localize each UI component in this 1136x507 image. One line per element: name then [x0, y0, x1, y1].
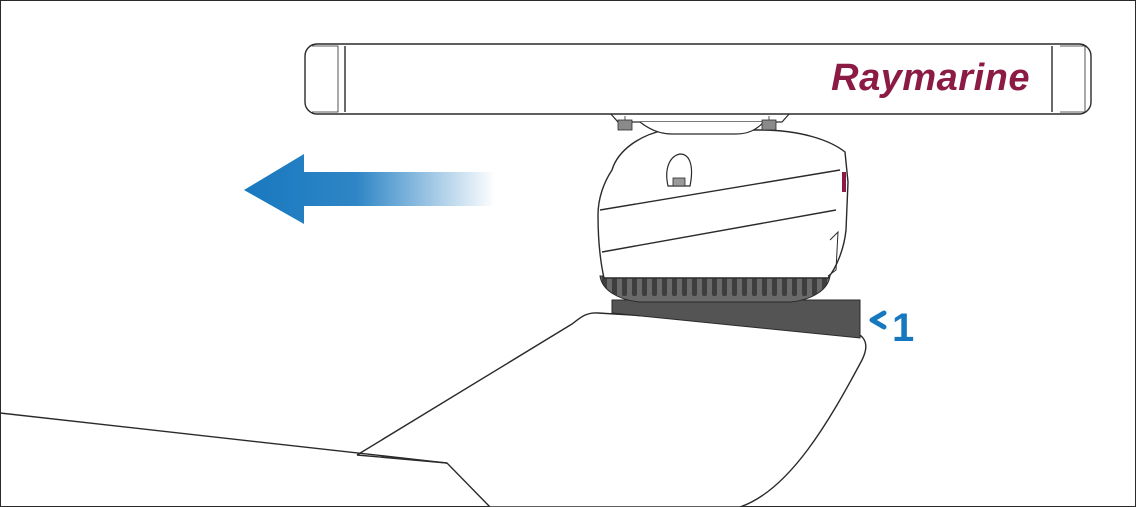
- callout-1: 1: [869, 306, 914, 350]
- arrow-left-gradient-icon: [244, 154, 495, 224]
- callout-number: 1: [892, 306, 914, 350]
- callout-pointer-icon: [869, 310, 887, 330]
- antenna-neck: [608, 112, 792, 135]
- mounting-surface: [0, 312, 867, 507]
- antenna-array: [304, 43, 1092, 115]
- brand-logo: Raymarine: [831, 57, 1030, 99]
- base-gasket: [599, 275, 831, 303]
- pedestal-body: [597, 129, 849, 279]
